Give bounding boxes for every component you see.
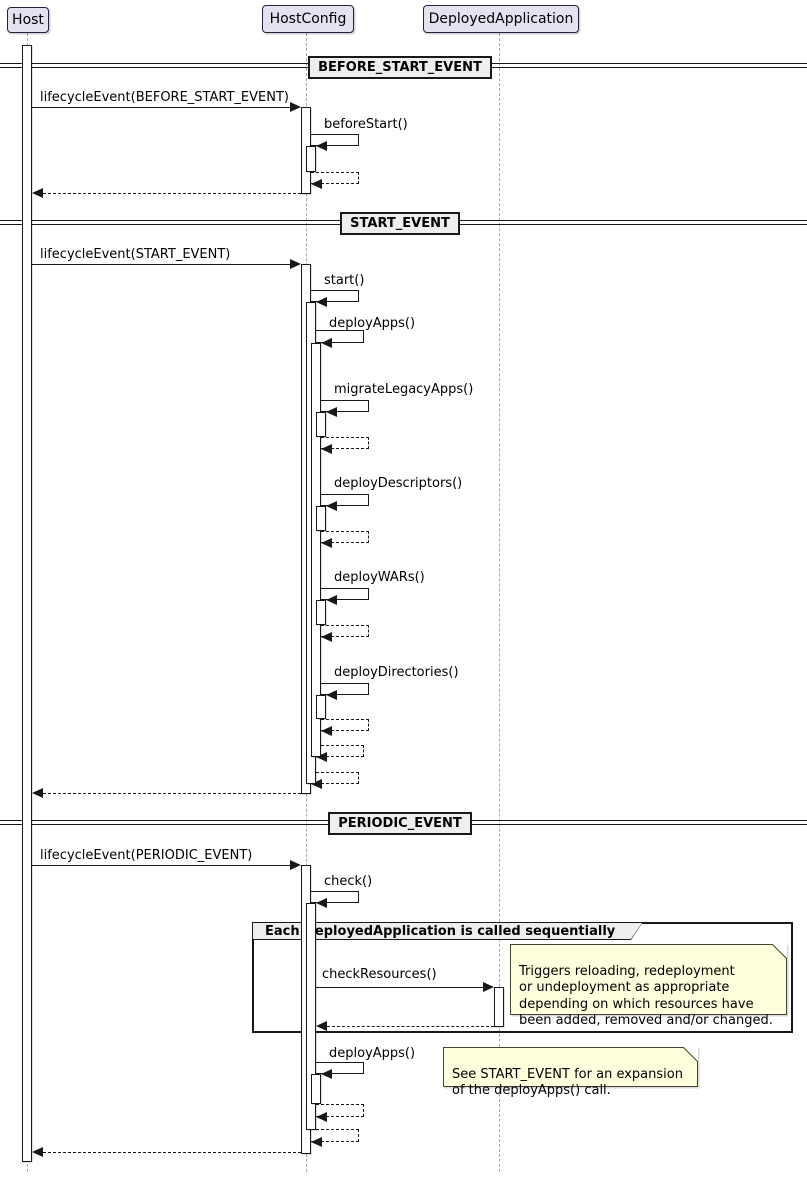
arrowhead-left-icon: [32, 1147, 43, 1157]
arrowhead-left-icon: [316, 752, 327, 762]
participant-label: HostConfig: [269, 11, 347, 27]
self-call-loop: [316, 1062, 364, 1074]
arrowhead-left-icon: [32, 188, 43, 198]
return-arrow-line: [43, 193, 301, 194]
arrowhead-right-icon: [483, 982, 494, 992]
arrowhead-left-icon: [311, 1137, 322, 1147]
message-label-start: start(): [324, 273, 365, 288]
return-loop: [311, 1129, 359, 1142]
activation-bar: [316, 412, 326, 437]
note-text: See START_EVENT for an expansion of the …: [452, 1066, 683, 1099]
message-arrow-line: [316, 987, 483, 988]
return-arrow-line: [43, 793, 301, 794]
note-fold-icon: [683, 1047, 698, 1062]
divider-label: START_EVENT: [350, 216, 450, 231]
arrowhead-left-icon: [311, 179, 322, 189]
divider-label: PERIODIC_EVENT: [338, 816, 462, 831]
message-label-lifecycle-periodic: lifecycleEvent(PERIODIC_EVENT): [40, 848, 253, 863]
arrowhead-left-icon: [311, 779, 322, 789]
return-loop: [321, 625, 369, 637]
participant-deployedapplication: DeployedApplication: [423, 5, 579, 33]
activation-bar-host: [22, 45, 32, 1162]
note-deploy-apps: See START_EVENT for an expansion of the …: [443, 1047, 698, 1098]
message-label-check: check(): [324, 874, 373, 889]
activation-bar: [311, 1074, 321, 1104]
activation-bar: [316, 506, 326, 531]
activation-bar: [316, 600, 326, 625]
group-frame-label: Each DeployedApplication is called seque…: [265, 924, 616, 939]
self-call-loop: [321, 400, 369, 412]
divider-before-start-event: BEFORE_START_EVENT: [308, 56, 492, 79]
self-call-loop: [311, 891, 359, 903]
return-loop: [321, 719, 369, 731]
divider-label: BEFORE_START_EVENT: [318, 60, 482, 75]
message-label-deploy-apps-periodic: deployApps(): [329, 1046, 416, 1061]
arrowhead-left-icon: [316, 1112, 327, 1122]
message-label-lifecycle-start: lifecycleEvent(START_EVENT): [40, 247, 231, 262]
arrowhead-right-icon: [290, 860, 301, 870]
self-call-loop: [321, 683, 369, 695]
note-fold-icon: [772, 944, 787, 959]
activation-bar: [306, 903, 316, 1130]
arrowhead-left-icon: [326, 595, 337, 605]
arrowhead-left-icon: [321, 726, 332, 736]
message-label-deploy-directories: deployDirectories(): [334, 665, 459, 680]
self-call-loop: [316, 330, 364, 343]
lifeline-deployedapplication: [499, 33, 500, 1172]
note-text: Triggers reloading, redeployment or unde…: [519, 963, 773, 1029]
activation-bar: [316, 695, 326, 719]
return-arrow-line: [43, 1152, 301, 1153]
arrowhead-left-icon: [32, 788, 43, 798]
activation-bar: [311, 343, 321, 757]
arrowhead-left-icon: [316, 297, 327, 307]
arrowhead-left-icon: [326, 407, 337, 417]
arrowhead-left-icon: [316, 1021, 327, 1031]
message-label-check-resources: checkResources(): [322, 967, 437, 982]
group-frame-header: [252, 922, 643, 940]
return-loop: [321, 531, 369, 543]
participant-hostconfig: HostConfig: [262, 5, 354, 33]
return-loop: [316, 745, 364, 757]
message-label-lifecycle-before: lifecycleEvent(BEFORE_START_EVENT): [40, 90, 289, 105]
return-loop: [316, 1104, 364, 1117]
arrowhead-left-icon: [326, 690, 337, 700]
arrowhead-left-icon: [321, 338, 332, 348]
message-label-deploy-apps: deployApps(): [329, 316, 416, 331]
activation-bar-deployedapplication: [494, 987, 504, 1027]
participant-label: Host: [12, 12, 44, 28]
participant-label: DeployedApplication: [428, 11, 574, 27]
self-call-loop: [311, 290, 359, 302]
message-arrow-line: [32, 107, 290, 108]
divider-start-event: START_EVENT: [340, 212, 460, 235]
arrowhead-left-icon: [321, 632, 332, 642]
note-check-resources: Triggers reloading, redeployment or unde…: [510, 944, 787, 1028]
self-call-loop: [321, 588, 369, 600]
group-frame-header-fill: [253, 923, 642, 939]
arrowhead-left-icon: [321, 1069, 332, 1079]
participant-host: Host: [7, 7, 49, 33]
self-call-loop: [311, 134, 359, 146]
message-label-migrate-legacy-apps: migrateLegacyApps(): [334, 382, 474, 397]
message-arrow-line: [32, 264, 290, 265]
arrowhead-left-icon: [321, 538, 332, 548]
message-label-before-start: beforeStart(): [324, 117, 408, 132]
arrowhead-left-icon: [326, 501, 337, 511]
return-loop: [311, 172, 359, 184]
divider-periodic-event: PERIODIC_EVENT: [328, 812, 472, 835]
return-loop: [311, 772, 359, 784]
arrowhead-right-icon: [290, 102, 301, 112]
message-label-deploy-wars: deployWARs(): [334, 570, 425, 585]
self-call-loop: [321, 494, 369, 506]
return-arrow-line: [327, 1026, 494, 1027]
message-label-deploy-descriptors: deployDescriptors(): [334, 476, 463, 491]
activation-bar: [306, 146, 316, 172]
message-arrow-line: [32, 865, 290, 866]
return-loop: [321, 437, 369, 449]
arrowhead-left-icon: [321, 444, 332, 454]
arrowhead-left-icon: [316, 898, 327, 908]
arrowhead-right-icon: [290, 259, 301, 269]
arrowhead-left-icon: [316, 141, 327, 151]
